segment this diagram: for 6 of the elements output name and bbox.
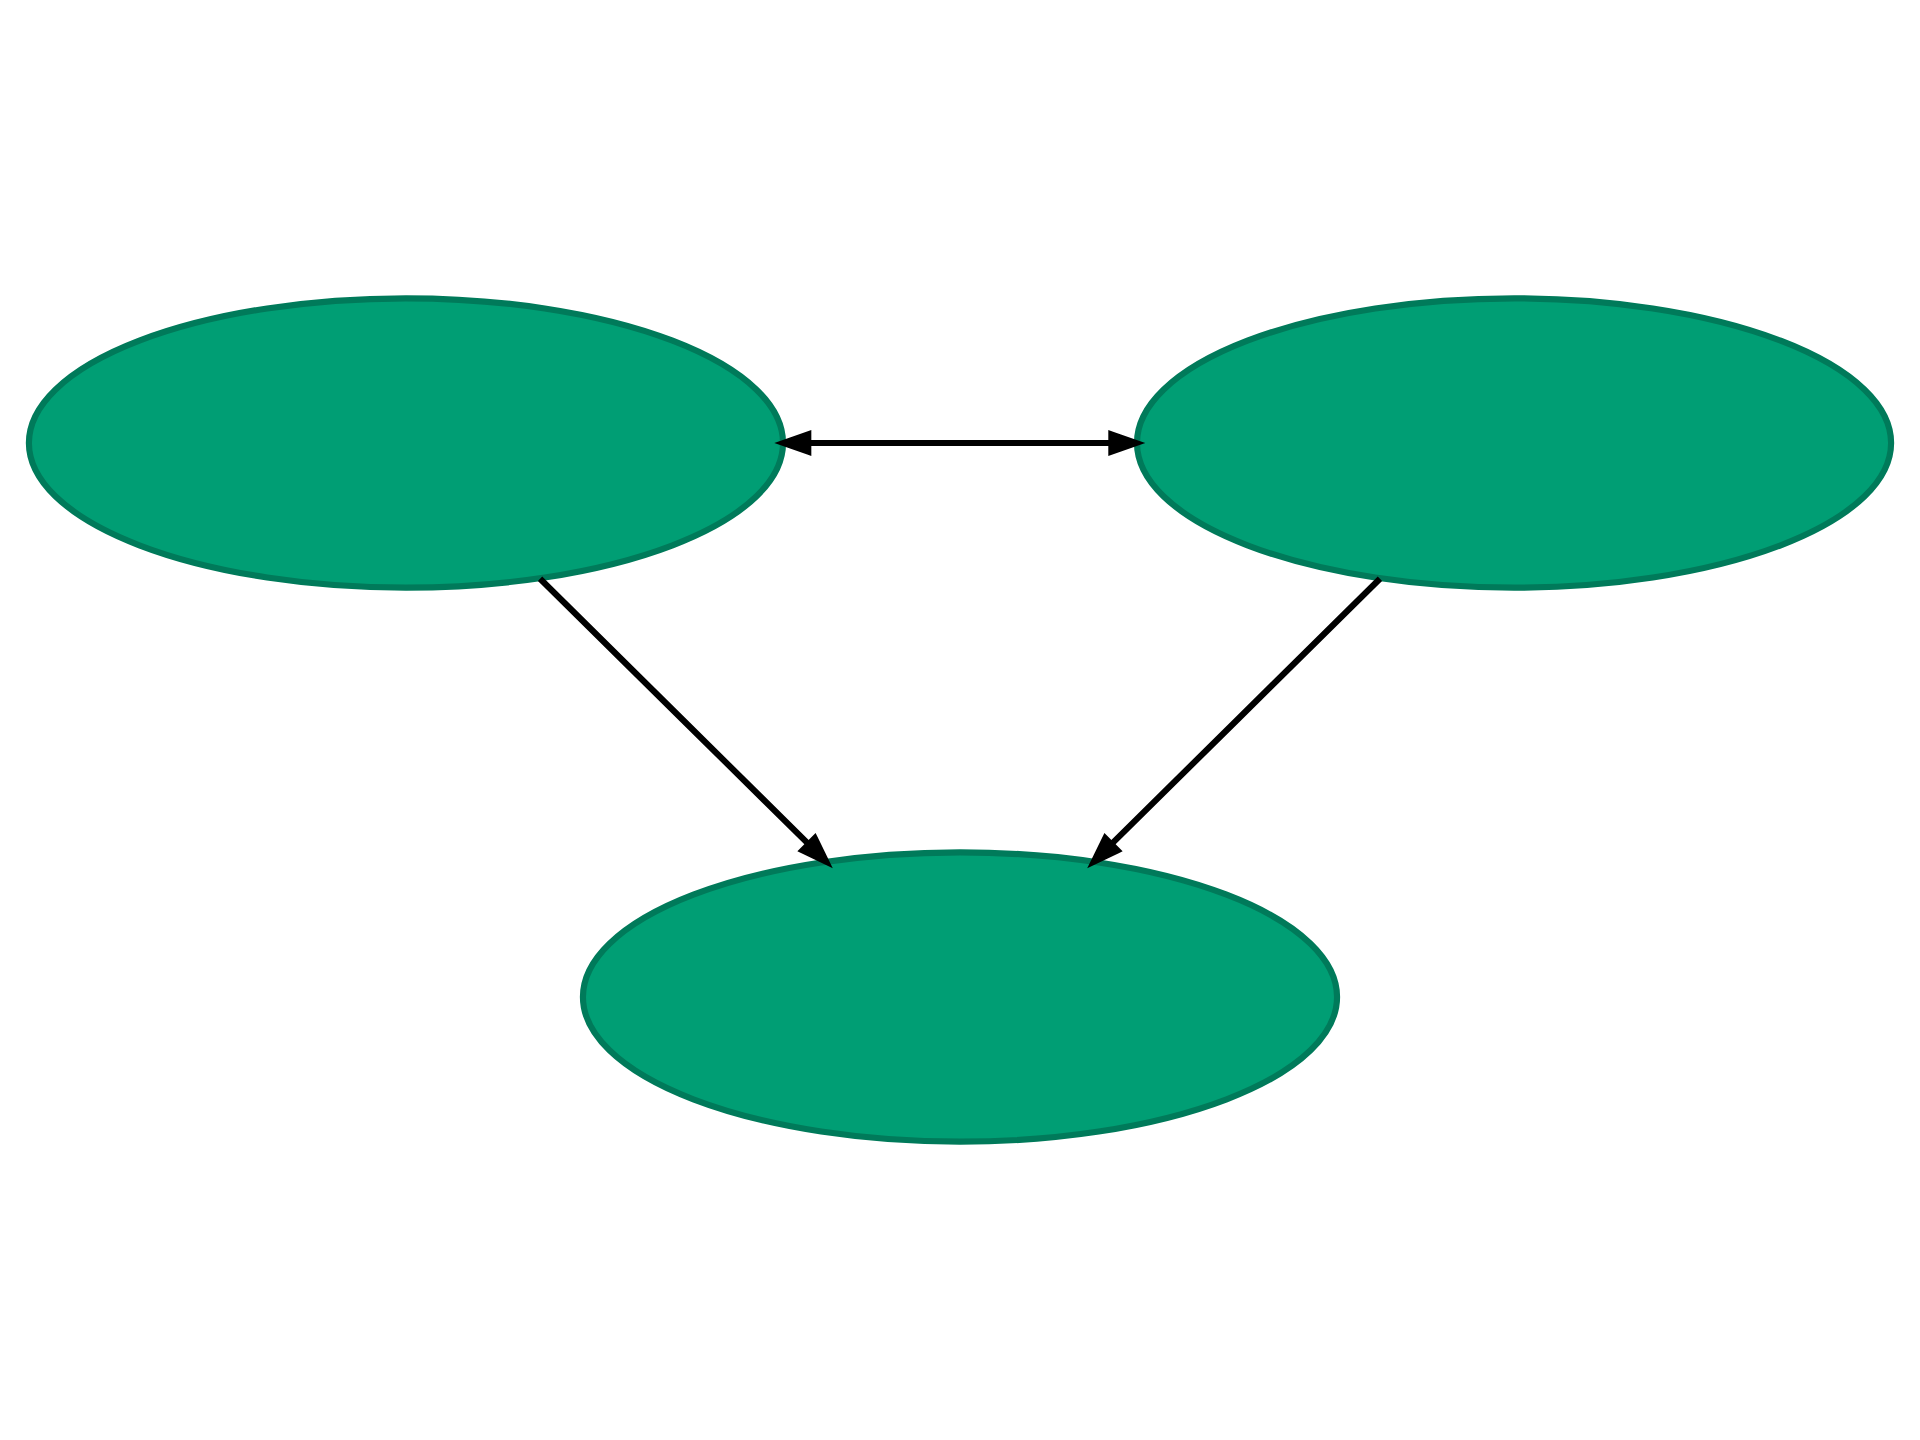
node-ellipse — [579, 849, 1341, 1145]
arrow — [774, 430, 1146, 456]
arrow — [537, 576, 833, 869]
arrow — [1087, 576, 1383, 869]
node-ellipse — [1133, 295, 1895, 591]
node-ellipse — [25, 295, 787, 591]
